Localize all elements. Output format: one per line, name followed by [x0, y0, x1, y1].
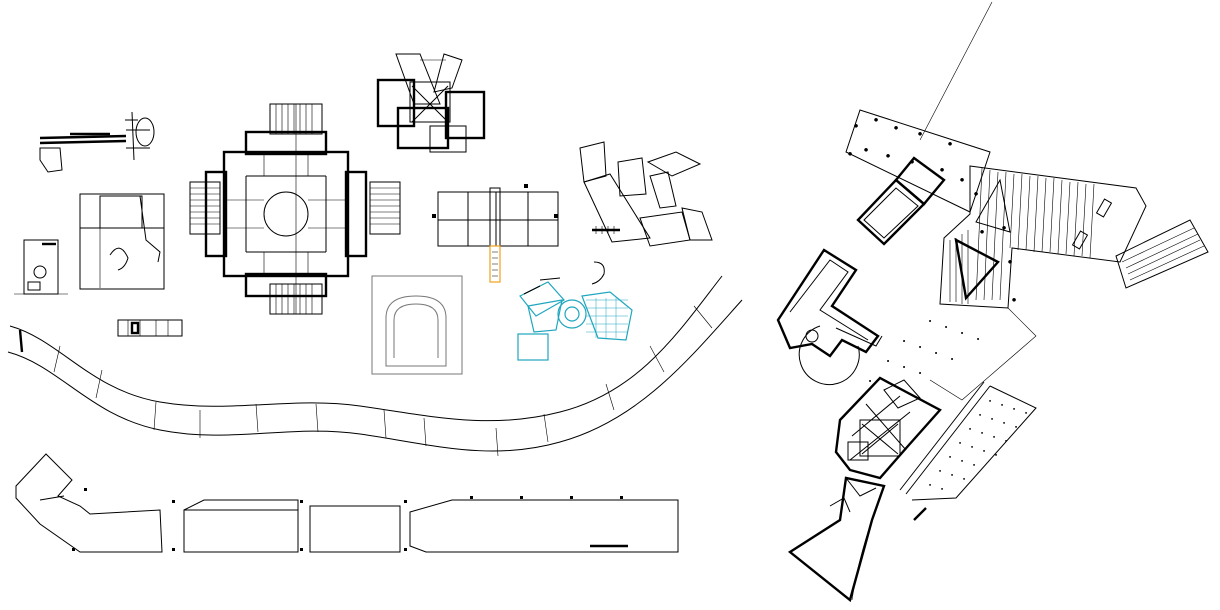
- serpentine-block-plan: [7, 275, 743, 457]
- grid-pavilion-plan: [432, 184, 559, 283]
- tiny-house-plan: [117, 319, 183, 337]
- villa-rotonda-plan: [189, 103, 401, 315]
- stair-hatching: [949, 167, 1095, 304]
- small-house-plan: [14, 239, 68, 295]
- long-building-plan: [15, 453, 679, 553]
- pinwheel-house-plan: [376, 53, 486, 153]
- crescent-house-plan: [39, 111, 155, 173]
- fragmented-house-plan: [579, 141, 713, 285]
- arched-chamber-plan: [371, 275, 463, 375]
- large-site-plan: [776, 1, 1209, 603]
- villa-savoye-plan: [79, 193, 165, 290]
- cyan-cluster-plan: [517, 277, 633, 361]
